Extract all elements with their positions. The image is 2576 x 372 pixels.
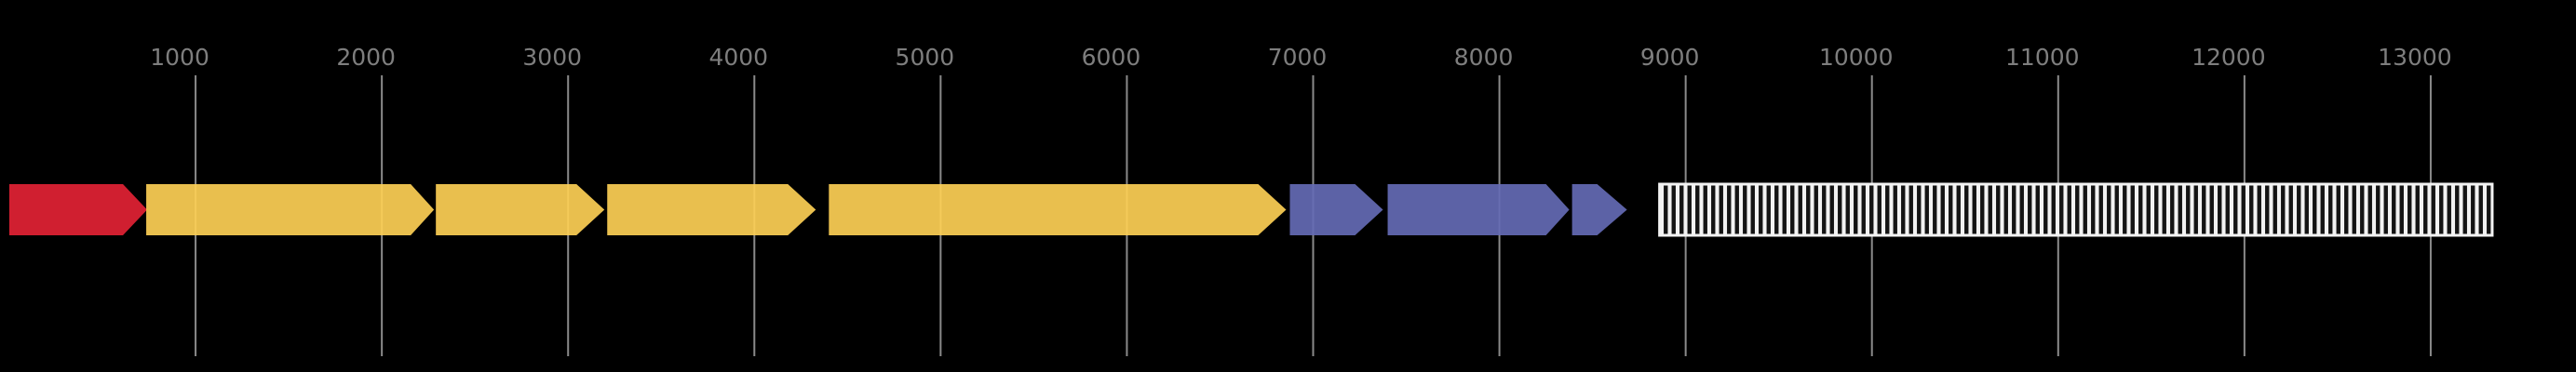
axis-tick-label: 1000 xyxy=(150,44,209,71)
gene-feature-arrow-feature-2[interactable] xyxy=(146,184,435,235)
gene-feature-arrow-feature-5[interactable] xyxy=(829,184,1287,235)
gene-feature-arrow-feature-7[interactable] xyxy=(1387,184,1570,235)
axis-tick-label: 8000 xyxy=(1454,44,1514,71)
gene-feature-hatched-region-feature-9[interactable] xyxy=(1658,182,2494,237)
gene-feature-arrow-feature-8[interactable] xyxy=(1571,184,1627,235)
axis-tick-label: 4000 xyxy=(708,44,768,71)
axis-tick-label: 7000 xyxy=(1268,44,1328,71)
axis-tick-label: 13000 xyxy=(2378,44,2452,71)
axis-tick-label: 9000 xyxy=(1640,44,1700,71)
gene-feature-arrow-feature-1[interactable] xyxy=(9,184,148,235)
axis-tick-label: 2000 xyxy=(336,44,396,71)
axis-tick-label: 11000 xyxy=(2005,44,2080,71)
gene-feature-arrow-feature-6[interactable] xyxy=(1289,184,1383,235)
axis-tick-label: 5000 xyxy=(896,44,955,71)
axis-tick-label: 6000 xyxy=(1082,44,1141,71)
gene-feature-arrow-feature-3[interactable] xyxy=(436,184,605,235)
axis-tick-label: 3000 xyxy=(522,44,582,71)
axis-tick-label: 12000 xyxy=(2192,44,2266,71)
gene-feature-arrow-feature-4[interactable] xyxy=(607,184,816,235)
axis-tick-label: 10000 xyxy=(1819,44,1894,71)
